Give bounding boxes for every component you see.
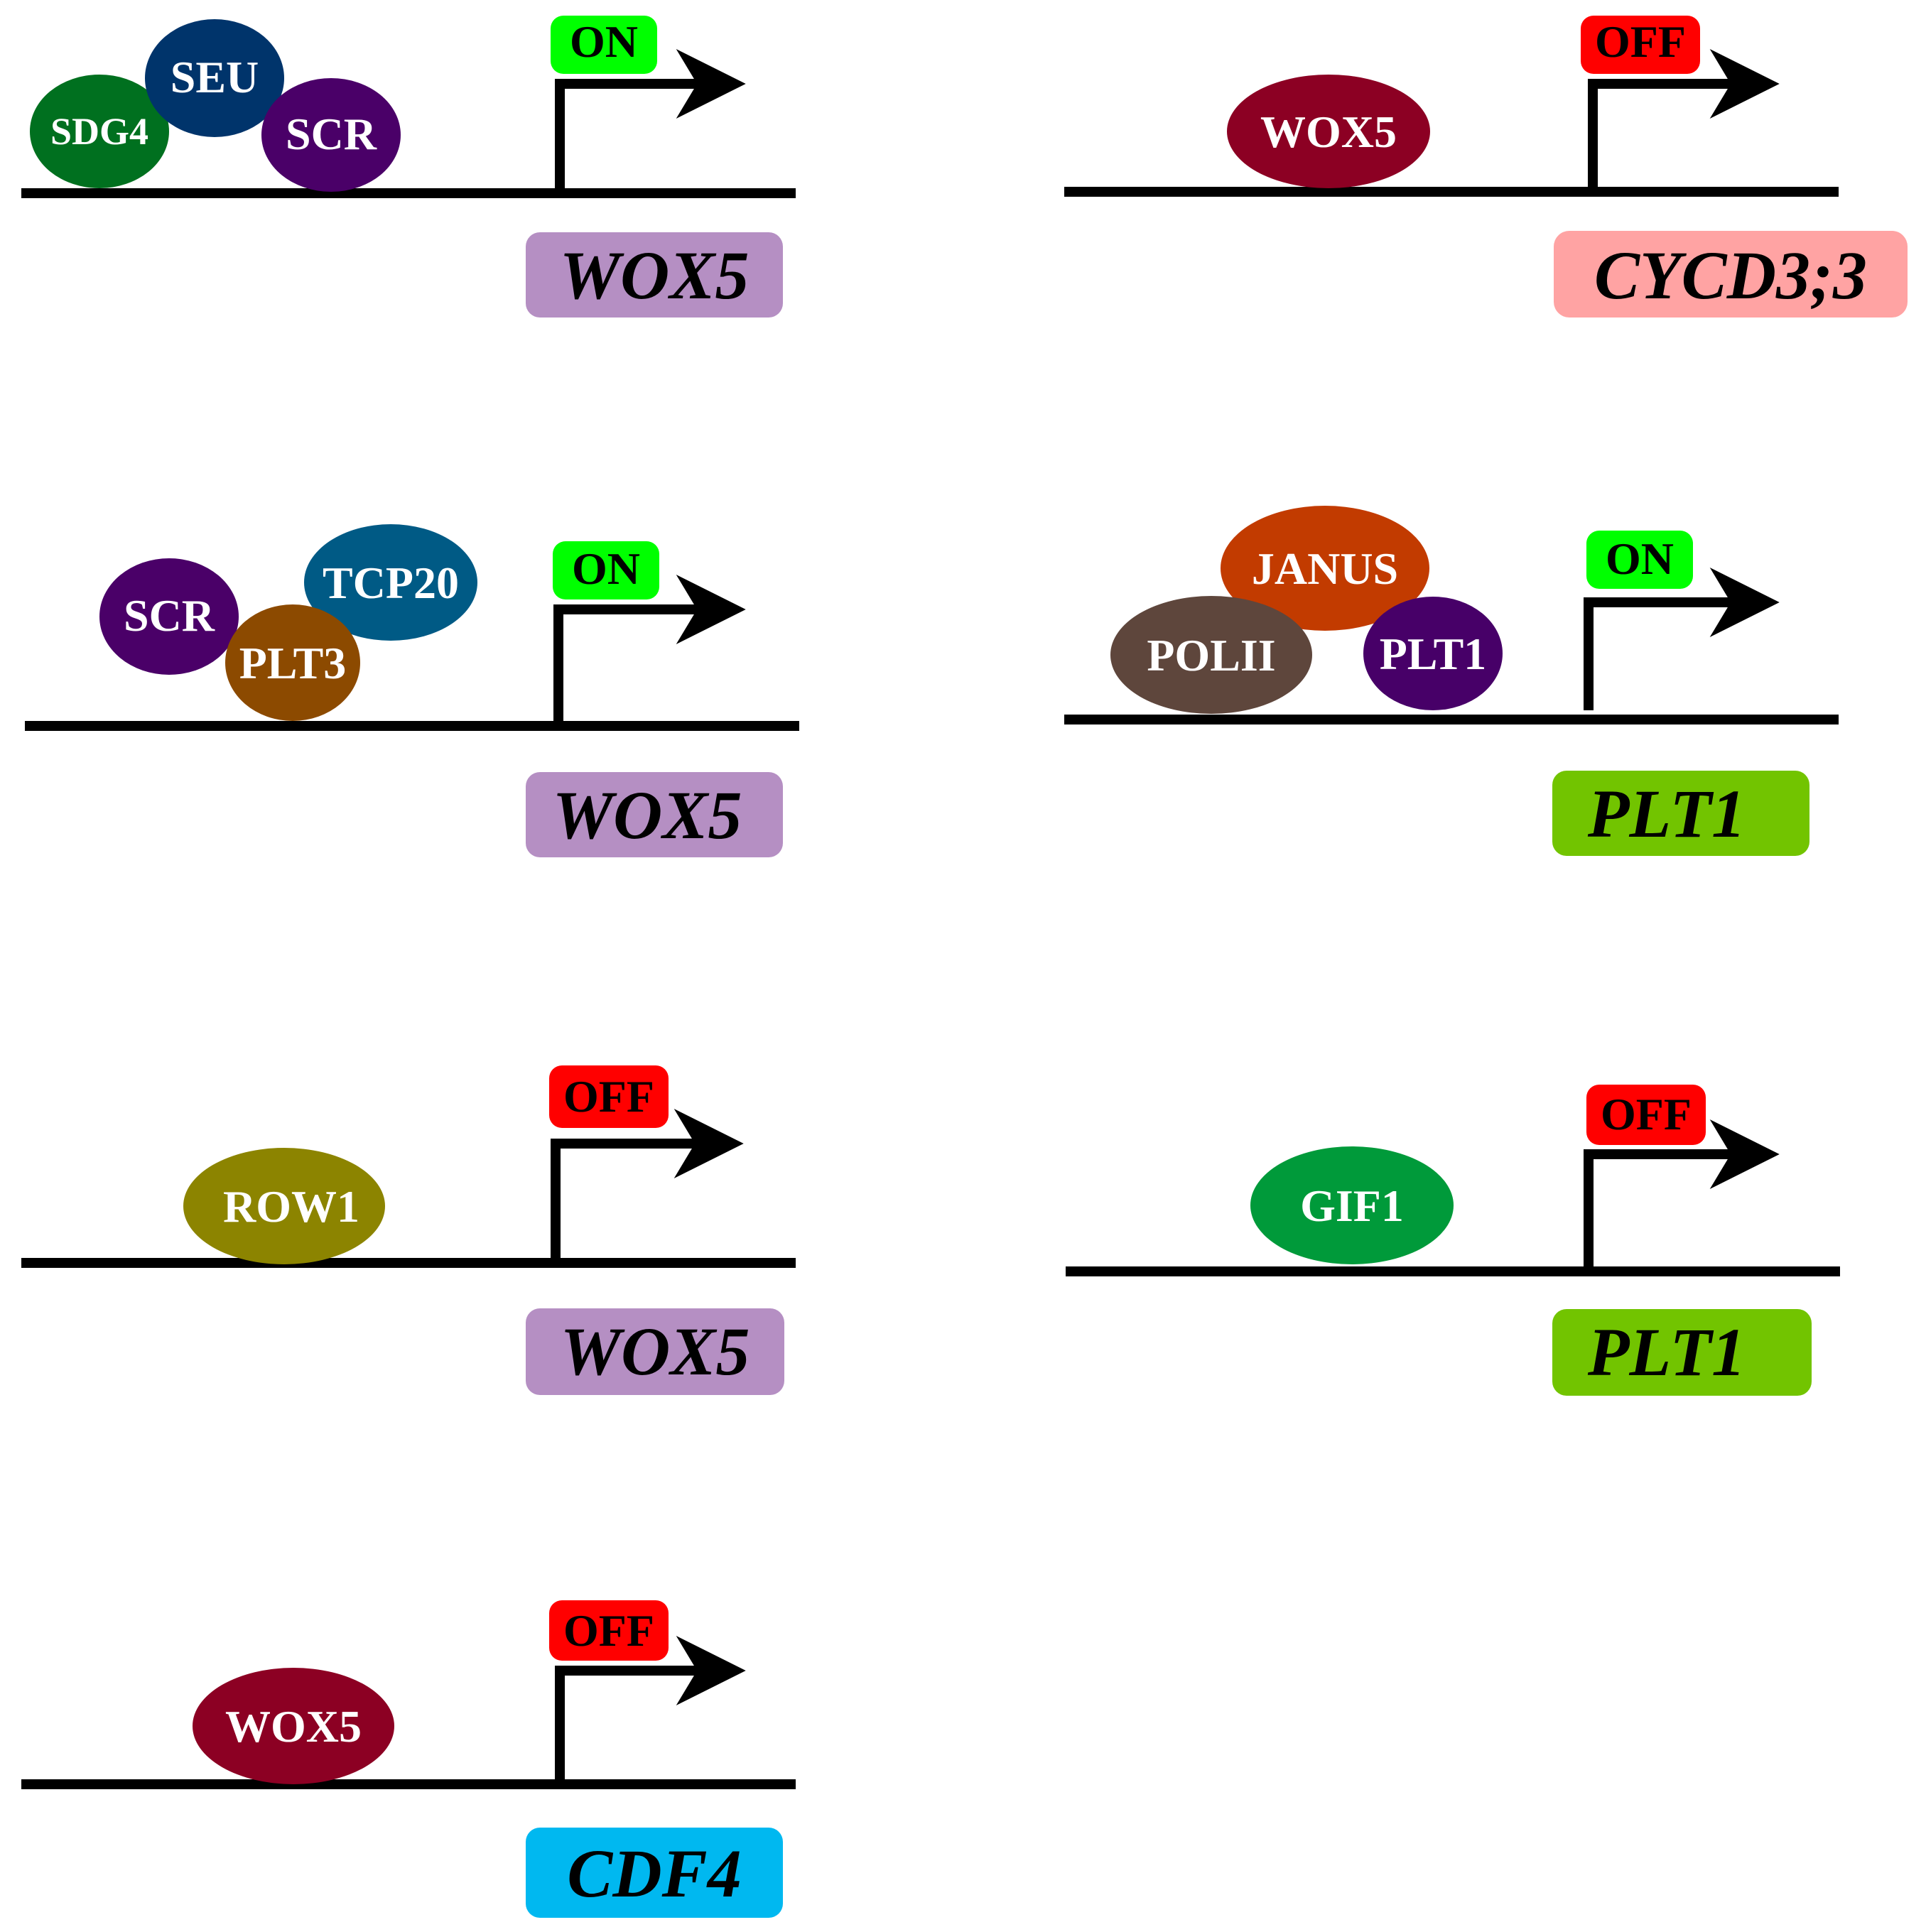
gene-label: CYCD3;3 xyxy=(1594,237,1867,313)
state-badge xyxy=(553,541,659,599)
state-label: OFF xyxy=(1601,1089,1692,1139)
protein-label: PLT3 xyxy=(239,638,347,688)
state-label: OFF xyxy=(563,1605,654,1656)
panel-4: ON JANUS POLII PLT1 PLT1 xyxy=(1064,506,1839,856)
state-badge xyxy=(549,1600,669,1661)
promoter-arrow xyxy=(1584,1119,1780,1271)
protein-label: POLII xyxy=(1147,630,1275,680)
gene-label: WOX5 xyxy=(553,777,742,853)
state-badge xyxy=(549,1065,669,1128)
protein-label: SDG4 xyxy=(50,110,148,153)
gene-label: WOX5 xyxy=(561,1313,750,1389)
protein xyxy=(1363,597,1503,710)
promoter-arrow xyxy=(551,1109,744,1263)
protein xyxy=(1250,1146,1454,1264)
state-label: ON xyxy=(1606,533,1674,584)
protein-label: WOX5 xyxy=(1260,107,1397,157)
gene-label: CDF4 xyxy=(567,1835,741,1911)
gene-box xyxy=(526,772,783,857)
promoter-arrow xyxy=(1588,49,1780,192)
state-label: ON xyxy=(572,543,640,594)
state-badge xyxy=(1586,531,1693,589)
protein-label: SEU xyxy=(171,52,259,102)
panel-6: OFF GIF1 PLT1 xyxy=(1066,1085,1840,1396)
state-badge xyxy=(1581,16,1700,74)
protein xyxy=(145,19,284,137)
protein-label: JANUS xyxy=(1252,543,1398,594)
panel-5: OFF ROW1 WOX5 xyxy=(21,1065,796,1395)
gene-label: WOX5 xyxy=(560,237,750,313)
state-label: OFF xyxy=(563,1071,654,1122)
protein xyxy=(1221,506,1429,631)
gene-box xyxy=(526,232,783,318)
protein-label: SCR xyxy=(286,109,377,159)
state-label: OFF xyxy=(1595,16,1686,67)
state-badge xyxy=(1586,1085,1706,1145)
promoter-arrow xyxy=(555,49,746,193)
protein-label: ROW1 xyxy=(223,1181,359,1232)
protein xyxy=(1110,596,1312,714)
protein xyxy=(30,75,169,188)
protein xyxy=(183,1148,385,1264)
gene-box xyxy=(1552,771,1809,856)
protein xyxy=(193,1668,394,1784)
gene-box xyxy=(526,1828,783,1918)
protein-label: PLT1 xyxy=(1380,629,1487,679)
protein xyxy=(225,604,360,721)
gene-box xyxy=(526,1308,784,1395)
protein-label: TCP20 xyxy=(323,558,459,608)
panel-3: ON SCR TCP20 PLT3 WOX5 xyxy=(25,524,799,857)
panel-2: OFF WOX5 CYCD3;3 xyxy=(1064,16,1908,318)
protein-label: WOX5 xyxy=(225,1701,362,1752)
gene-label: PLT1 xyxy=(1587,776,1746,852)
state-label: ON xyxy=(570,16,638,67)
gene-box xyxy=(1554,231,1908,318)
promoter-arrow xyxy=(553,575,746,726)
protein xyxy=(261,78,401,192)
protein-label: SCR xyxy=(124,590,215,641)
panel-7: OFF WOX5 CDF4 xyxy=(21,1600,796,1918)
gene-label: PLT1 xyxy=(1587,1314,1746,1390)
state-badge xyxy=(551,16,657,74)
protein xyxy=(304,524,477,641)
gene-box xyxy=(1552,1309,1812,1396)
promoter-arrow xyxy=(555,1636,746,1784)
protein xyxy=(1227,75,1430,188)
panel-1: ON SDG4 SEU SCR WOX5 xyxy=(21,16,796,318)
protein-label: GIF1 xyxy=(1300,1181,1404,1231)
protein xyxy=(99,558,239,675)
promoter-arrow xyxy=(1584,568,1780,710)
